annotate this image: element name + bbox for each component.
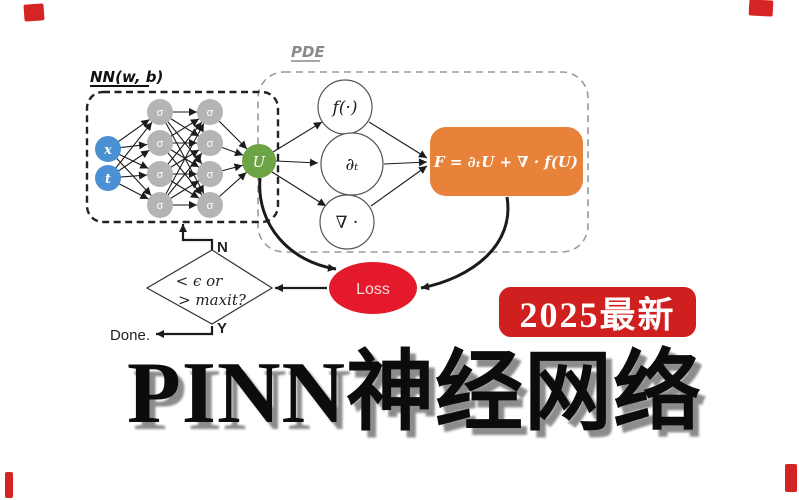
decision-yes-done-arrow [156,326,214,338]
branch-yes-label: Y [217,320,227,337]
page-title: PINN神经网络 [126,345,703,442]
residual-box [430,127,583,196]
svg-text:σ: σ [207,169,214,181]
op-f-label: f(·) [331,98,358,118]
corner-mark-bottom-right [785,464,797,492]
nn-edges [107,108,260,209]
nn-label: NN(w, b) [90,68,163,86]
badge-label: 2025最新 [519,295,676,335]
branch-no-label: N [217,239,228,256]
op-dt-label: ∂ₜ [346,155,360,175]
done-label: Done. [110,327,150,344]
corner-mark-top-right [748,0,774,17]
svg-text:σ: σ [207,200,214,212]
corner-mark-top-left [23,3,45,22]
corner-mark-bottom-left [5,472,13,498]
residual-to-loss-curve [420,196,510,291]
decision-line2: > maxit? [178,291,247,309]
input-node-t [95,165,121,191]
residual-formula: F = ∂ₜU + ∇ · f(U) [433,153,578,171]
pde-label: PDE [291,43,325,61]
svg-text:σ: σ [157,107,164,119]
svg-text:σ: σ [207,138,214,150]
u-to-loss-curve [258,177,337,272]
svg-text:σ: σ [207,107,214,119]
decision-diamond [145,249,274,325]
input-node-t-label: t [105,172,111,187]
loss-label: Loss [356,281,390,298]
op-div-circle [319,194,375,250]
loss-ellipse [329,262,417,314]
op-div-label: ∇ · [336,213,359,233]
output-node-u [242,144,276,178]
hidden-layer-2: σ σ σ σ [197,99,223,218]
decision-line1: < ϵ or [176,272,224,290]
svg-text:σ: σ [157,138,164,150]
nn-container-box [85,90,280,224]
pde-edges [271,121,428,207]
svg-text:σ: σ [157,200,164,212]
input-node-x [95,136,121,162]
decision-no-feedback-arrow [179,224,214,250]
badge-2025: 2025最新 [499,287,696,337]
output-node-u-label: U [253,153,267,171]
svg-text:σ: σ [157,169,164,181]
hidden-layer-1: σ σ σ σ [147,99,173,218]
input-node-x-label: x [103,143,112,158]
